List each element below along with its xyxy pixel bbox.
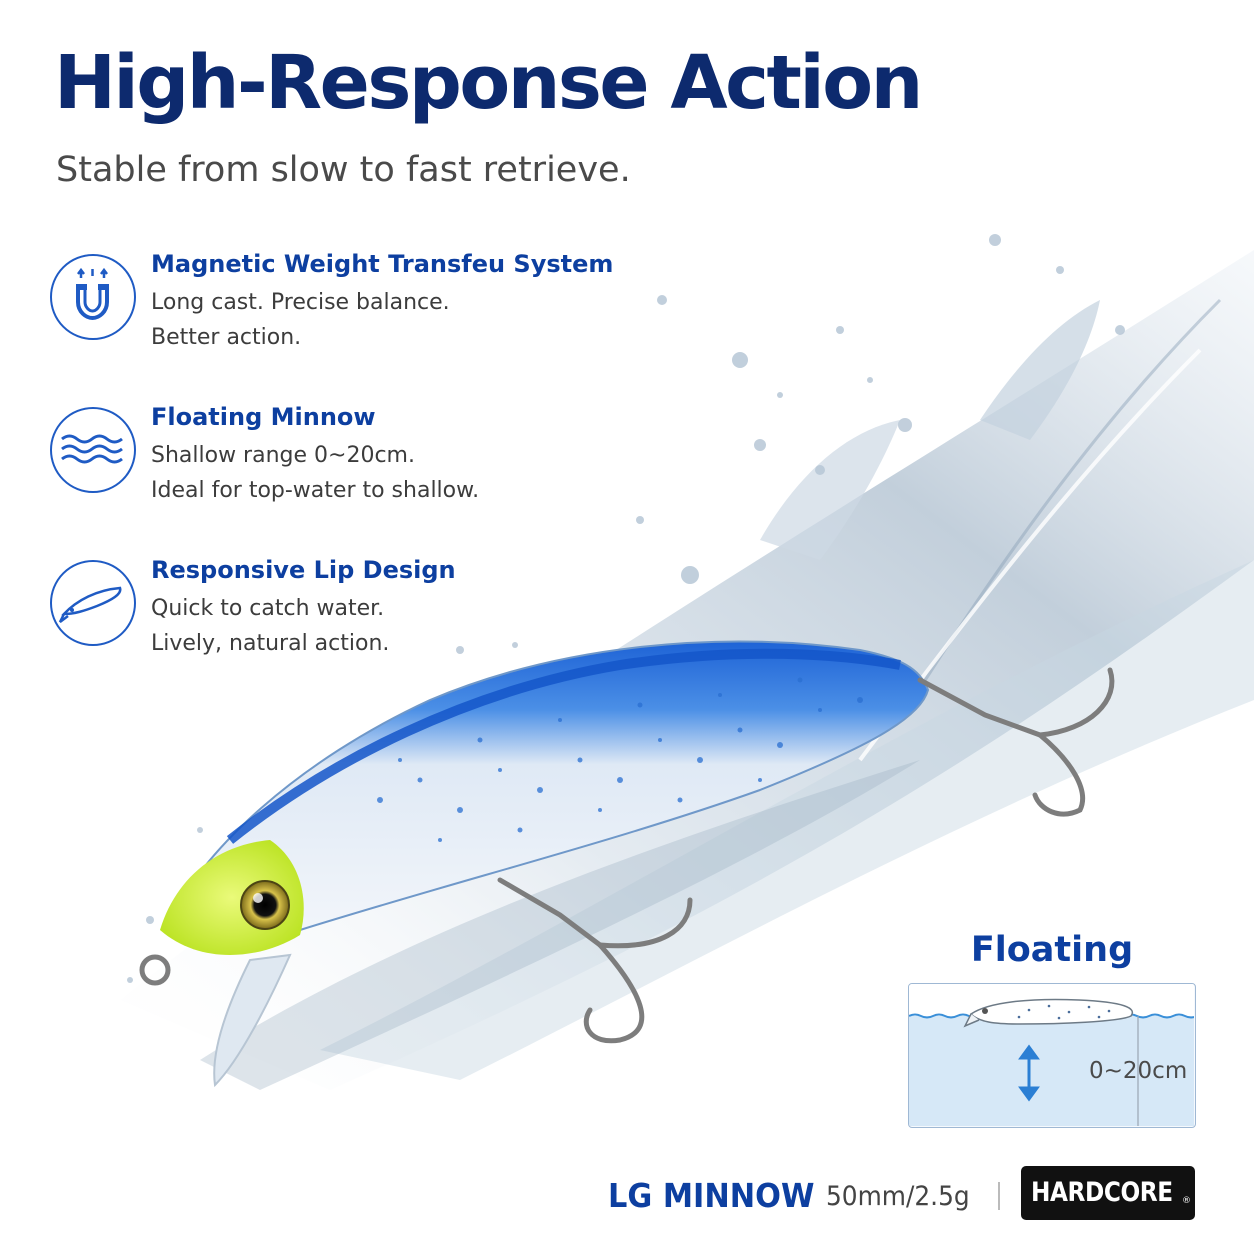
feature-title: Floating Minnow (151, 403, 376, 431)
product-spec: 50mm/2.5g (826, 1181, 970, 1212)
divider (998, 1182, 1000, 1210)
brand-logo: HARDCORE ® (1021, 1166, 1195, 1220)
feature-title: Responsive Lip Design (151, 556, 456, 584)
lure-lip-icon (50, 560, 136, 646)
floating-panel-title: Floating (970, 930, 1134, 970)
brand-name: HARDCORE (1031, 1177, 1173, 1208)
registered-mark: ® (1182, 1196, 1191, 1206)
feature-magnetic-weight: Magnetic Weight Transfeu System Long cas… (50, 250, 650, 362)
mini-lure-icon (963, 998, 1134, 1028)
feature-responsive-lip: Responsive Lip Design Quick to catch wat… (50, 556, 650, 668)
feature-description: Ideal for top-water to shallow. (151, 478, 480, 503)
feature-title: Magnetic Weight Transfeu System (151, 250, 614, 278)
depth-arrow-icon (1018, 1044, 1040, 1102)
floating-depth-diagram: 0~20cm (908, 983, 1196, 1128)
page-subtitle: Stable from slow to fast retrieve. (56, 150, 631, 190)
waves-icon (50, 407, 136, 493)
depth-range-label: 0~20cm (1089, 1058, 1188, 1084)
page-title: High-Response Action (54, 40, 923, 126)
feature-description: Long cast. Precise balance. (151, 290, 450, 315)
magnet-icon (50, 254, 136, 340)
feature-description: Shallow range 0~20cm. (151, 443, 415, 468)
product-name: LG MINNOW (608, 1176, 815, 1215)
feature-description: Better action. (151, 325, 302, 350)
feature-description: Lively, natural action. (151, 631, 390, 656)
feature-floating-minnow: Floating Minnow Shallow range 0~20cm. Id… (50, 403, 650, 515)
feature-description: Quick to catch water. (151, 596, 385, 621)
